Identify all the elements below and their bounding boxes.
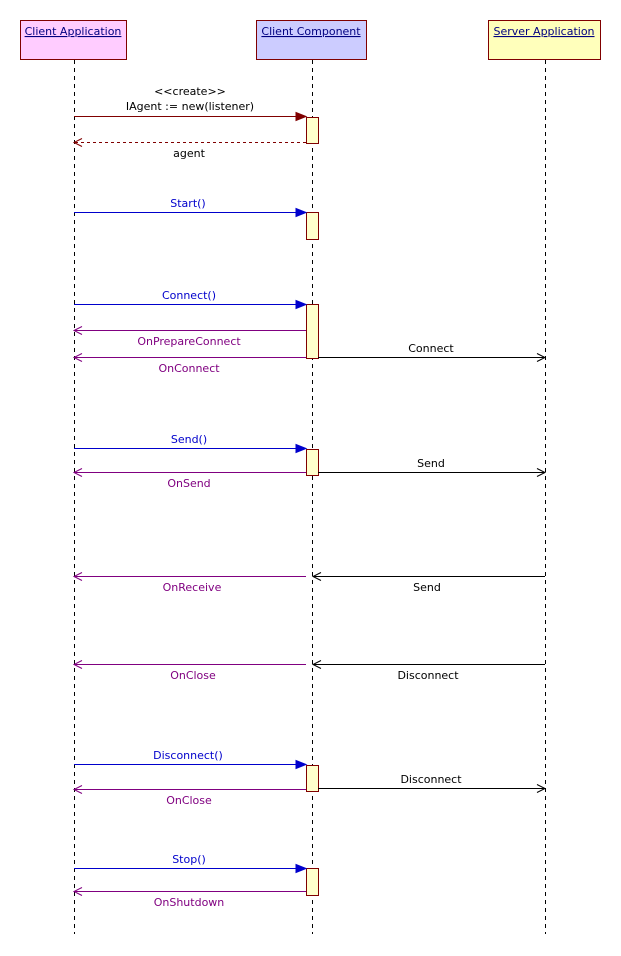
arrowhead-open: [72, 468, 83, 477]
message-label: Connect: [408, 342, 454, 355]
message-label: IAgent := new(listener): [126, 100, 254, 113]
message-label: Stop(): [172, 853, 206, 866]
arrowhead-filled: [295, 111, 308, 122]
message-label: OnClose: [170, 669, 216, 682]
activation-box: [306, 449, 319, 476]
activation-box: [306, 212, 319, 240]
arrowhead-open: [72, 353, 83, 362]
message-label: Disconnect: [400, 773, 462, 786]
arrowhead-filled: [295, 863, 308, 874]
lifeline-name: Server Application: [493, 25, 594, 38]
message-label: Disconnect: [397, 669, 459, 682]
activation-box: [306, 304, 319, 359]
arrowhead-open: [72, 785, 83, 794]
activation-box: [306, 765, 319, 792]
arrowhead-open: [72, 660, 83, 669]
arrowhead-filled: [295, 299, 308, 310]
arrowhead-open: [72, 572, 83, 581]
message-label: OnShutdown: [154, 896, 225, 909]
message-label: OnClose: [166, 794, 212, 807]
arrowhead-filled: [295, 207, 308, 218]
message-label: Send: [413, 581, 441, 594]
lifeline-header-client_app: [20, 20, 127, 60]
arrowhead-open: [536, 353, 547, 362]
arrowhead-open: [72, 887, 83, 896]
arrowhead-filled: [295, 443, 308, 454]
arrowhead-open: [536, 468, 547, 477]
message-label: OnConnect: [158, 362, 220, 375]
arrowhead-open: [311, 572, 322, 581]
message-label: agent: [173, 147, 205, 160]
lifeline-header-client_comp: [256, 20, 367, 60]
lifeline-name: Client Application: [25, 25, 122, 38]
message-label: Send: [417, 457, 445, 470]
message-label: OnSend: [167, 477, 210, 490]
message-stereotype: <<create>>: [154, 85, 226, 98]
arrowhead-open: [536, 784, 547, 793]
message-label: Disconnect(): [153, 749, 223, 762]
lifeline-name: Client Component: [261, 25, 361, 38]
arrowhead-open: [72, 326, 83, 335]
message-label: Start(): [170, 197, 205, 210]
message-label: OnReceive: [163, 581, 222, 594]
message-label: OnPrepareConnect: [137, 335, 241, 348]
activation-box: [306, 117, 319, 144]
lifeline-header-server_app: [488, 20, 601, 60]
arrowhead-open: [72, 138, 83, 147]
arrowhead-open: [311, 660, 322, 669]
message-label: Connect(): [162, 289, 216, 302]
activation-box: [306, 868, 319, 896]
arrowhead-filled: [295, 759, 308, 770]
message-label: Send(): [171, 433, 207, 446]
